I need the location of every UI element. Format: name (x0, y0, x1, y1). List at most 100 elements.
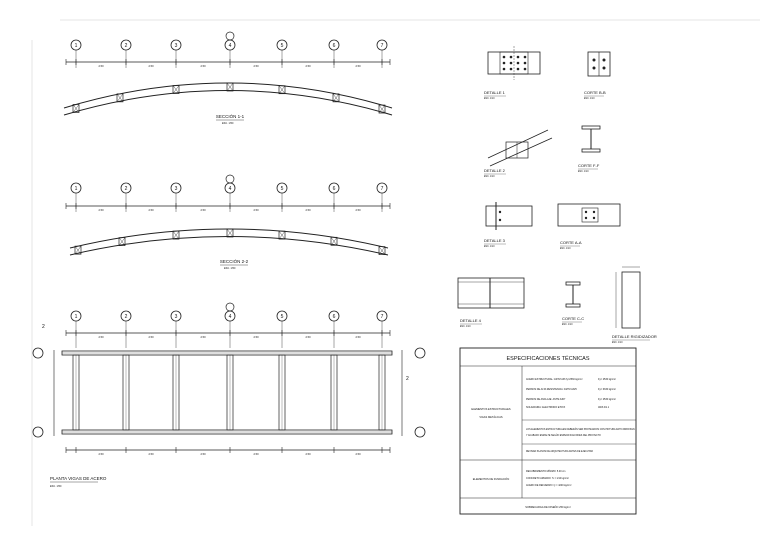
dimension-label: 2.50 (148, 208, 154, 212)
connection-plate (74, 245, 82, 255)
bolt (516, 55, 520, 59)
svg-text:CORTE B-B: CORTE B-B (584, 90, 606, 95)
detail-rigidizador: DETALLE RIGIDIZADOR ESC. 1/10 (612, 266, 657, 344)
section-2-2-scale: ESC. 1/50 (224, 267, 236, 270)
svg-text:ESC. 1/10: ESC. 1/10 (484, 246, 495, 248)
svg-text:DETALLE 4: DETALLE 4 (460, 318, 482, 323)
svg-text:2: 2 (42, 324, 45, 330)
connection-plate (118, 237, 126, 246)
connection-plate (278, 230, 286, 240)
svg-text:REVISAR PLANOS DE ARQUITECTURA: REVISAR PLANOS DE ARQUITECTURA ANTES DE … (526, 450, 593, 453)
dimension-label: 2.50 (355, 208, 361, 212)
plan-scale: ESC. 1/50 (50, 485, 62, 488)
dimension-label: 2.50 (355, 335, 361, 339)
svg-text:ACERO DE REFUERZO: fy = 4200 k: ACERO DE REFUERZO: fy = 4200 kg/cm² (526, 484, 572, 487)
connection-plate (378, 104, 386, 114)
detail-2: DETALLE 2 ESC. 1/10 (484, 129, 553, 178)
connection-plate (278, 85, 286, 95)
svg-text:ESC. 1/10: ESC. 1/10 (560, 248, 571, 250)
svg-text:ESC. 1/10: ESC. 1/10 (612, 342, 623, 344)
connection-plate (332, 93, 340, 103)
svg-text:DETALLE 2: DETALLE 2 (484, 168, 506, 173)
svg-text:ESC. 1/10: ESC. 1/10 (578, 171, 589, 173)
section-1-1-title: SECCIÓN 1-1 (216, 113, 245, 119)
dimension-label: 2.50 (98, 208, 104, 212)
svg-text:ESC. 1/10: ESC. 1/10 (484, 176, 495, 178)
dimension-label: 2.50 (355, 452, 361, 456)
dimension-label: 2.50 (200, 335, 206, 339)
detail-4: DETALLE 4 ESC. 1/10 (457, 277, 525, 328)
detail-3: DETALLE 3 ESC. 1/10 (484, 202, 533, 248)
detail-1: DETALLE 1 ESC. 1/10 (484, 46, 541, 100)
svg-text:DETALLE 1: DETALLE 1 (484, 90, 506, 95)
svg-text:LOS ELEMENTOS ESTRUCTURALES DE: LOS ELEMENTOS ESTRUCTURALES DEBERÁN SER … (526, 428, 635, 431)
grid-axis-label: 4 (229, 43, 232, 49)
dimension-label: 2.50 (305, 64, 311, 68)
dimension-label: 2.50 (305, 335, 311, 339)
svg-text:Fy= 6330 kg/cm²: Fy= 6330 kg/cm² (598, 388, 616, 391)
dimension-label: 2.50 (98, 452, 104, 456)
dimension-label: 2.50 (253, 208, 259, 212)
svg-text:CONCRETO ARMADO: f'c = 210 kg/: CONCRETO ARMADO: f'c = 210 kg/cm² (526, 477, 569, 480)
dimension-label: 2.50 (355, 64, 361, 68)
dimension-label: 2.50 (200, 64, 206, 68)
bolt (509, 55, 513, 59)
grid-axis-label: 6 (333, 314, 336, 320)
corte-f-f: CORTE F-F ESC. 1/10 (578, 125, 601, 173)
svg-text:ACERO ESTRUCTURAL: ASTM A36 fy: ACERO ESTRUCTURAL: ASTM A36 fy=2530 kg/c… (526, 378, 583, 381)
grid-axis-label: 5 (281, 314, 284, 320)
bolt (516, 61, 520, 65)
dimension-label: 2.50 (253, 335, 259, 339)
svg-text:SOBRECARGA DE DISEÑO 250 k: SOBRECARGA DE DISEÑO 250 kg/m² (525, 504, 571, 509)
dimension-label: 2.50 (200, 452, 206, 456)
svg-text:ESC. 1/10: ESC. 1/10 (484, 98, 495, 100)
corte-b-b: CORTE B-B ESC. 1/10 (584, 51, 611, 100)
svg-text:2: 2 (406, 376, 409, 382)
svg-text:PERNOS DE ALTA RESISTENCIA: AS: PERNOS DE ALTA RESISTENCIA: ASTM A325 (526, 388, 577, 391)
dimension-label: 2.50 (305, 208, 311, 212)
grid-axis-label: 1 (75, 43, 78, 49)
connection-plate (226, 82, 234, 92)
grid-axis-label: 5 (281, 186, 284, 192)
dimension-label: 2.50 (305, 452, 311, 456)
svg-text:DETALLE 3: DETALLE 3 (484, 238, 506, 243)
connection-plate (116, 93, 124, 103)
dimension-label: 2.50 (200, 208, 206, 212)
svg-text:RECUBRIMIENTO MÍNIMO: 5.00 cm: RECUBRIMIENTO MÍNIMO: 5.00 cm (526, 470, 565, 473)
svg-text:CORTE F-F: CORTE F-F (578, 163, 600, 168)
corte-c-c: CORTE C-C ESC. 1/10 (562, 281, 584, 326)
grid-axis-label: 4 (229, 186, 232, 192)
grid-axis-label: 2 (125, 43, 128, 49)
svg-text:AWS D1.1: AWS D1.1 (598, 406, 610, 409)
svg-text:ESC. 1/10: ESC. 1/10 (460, 326, 471, 328)
grid-axis-label: 7 (381, 186, 384, 192)
grid-axis-label: 4 (229, 314, 232, 320)
dimension-label: 2.50 (148, 452, 154, 456)
connection-plate (72, 104, 80, 113)
bolt (523, 61, 527, 65)
specs-table: ESPECIFICACIONES TÉCNICAS ELEMENTOS ESTR… (459, 347, 637, 515)
svg-text:Y ACABADO ESMALTE SEGÚN ESPECI: Y ACABADO ESMALTE SEGÚN ESPECIFICACIONES… (526, 434, 601, 437)
section-1-1-scale: ESC. 1/50 (222, 122, 234, 125)
bolt (509, 67, 513, 71)
svg-text:ELEMENTOS DE FUNDACIÓN: ELEMENTOS DE FUNDACIÓN (473, 476, 510, 481)
svg-text:DETALLE RIGIDIZADOR: DETALLE RIGIDIZADOR (612, 334, 657, 339)
bolt (502, 55, 506, 59)
bolt (502, 67, 506, 71)
dimension-label: 2.50 (253, 452, 259, 456)
specs-title: ESPECIFICACIONES TÉCNICAS (506, 355, 589, 362)
svg-text:SOLDADURA: ELECTRODO E70XX: SOLDADURA: ELECTRODO E70XX (526, 406, 566, 409)
dimension-label: 2.50 (148, 64, 154, 68)
grid-axis-label: 1 (75, 186, 78, 192)
grid-axis-label: 3 (175, 43, 178, 49)
grid-axis-label: 2 (125, 186, 128, 192)
plan-title: PLANTA VIGAS DE ACERO (50, 476, 107, 481)
grid-axis-label: 3 (175, 314, 178, 320)
grid-axis-label: 2 (125, 314, 128, 320)
connection-plate (378, 246, 386, 255)
svg-text:ESC. 1/10: ESC. 1/10 (584, 98, 595, 100)
